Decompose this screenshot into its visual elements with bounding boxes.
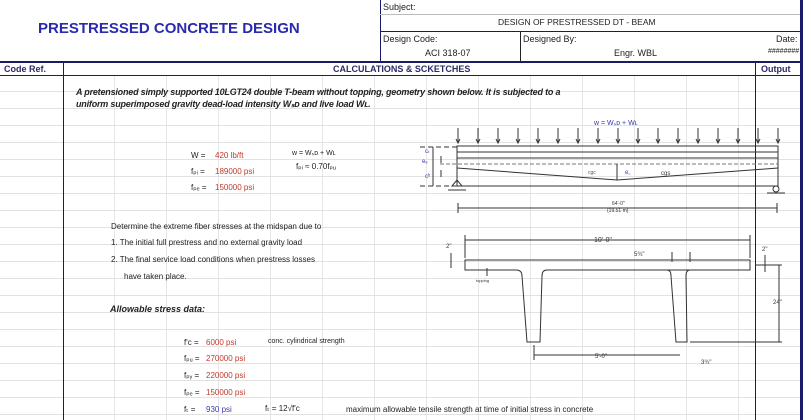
fpi-value: 189000 psi xyxy=(215,167,255,176)
design-code-label: Design Code: xyxy=(383,34,438,44)
load-arrow xyxy=(715,128,721,145)
date-label: Date: xyxy=(776,34,798,44)
ee-label: eₑ xyxy=(422,159,428,165)
grid-code-ref xyxy=(0,75,63,420)
allowable-title: Allowable stress data: xyxy=(110,304,206,314)
subject-label: Subject: xyxy=(383,2,416,12)
fpu-value: 270000 psi xyxy=(206,354,246,363)
load-arrow xyxy=(675,128,681,145)
flange-left-label: 2" xyxy=(446,244,451,250)
load-arrow xyxy=(575,128,581,145)
width-label: 10'-0" xyxy=(594,237,612,244)
pin-support xyxy=(450,179,464,187)
fpi-formula: fₚᵢ ≈ 0.70fₚᵤ xyxy=(296,162,337,171)
fpe-allow-value: 150000 psi xyxy=(206,388,246,397)
ft-value: 930 psi xyxy=(206,405,232,414)
ft-note: maximum allowable tensile strength at ti… xyxy=(346,405,594,414)
cgs-label: cgs xyxy=(661,171,670,177)
load-arrow xyxy=(735,128,741,145)
fpu-label: fₚᵤ = xyxy=(184,354,200,363)
stem-gap-label: 5¾" xyxy=(634,252,644,258)
fpe-value: 150000 psi xyxy=(215,183,255,192)
task-item-2-cont: have taken place. xyxy=(124,272,187,281)
grid-calculations xyxy=(63,75,755,420)
fpe-label: fₚₑ = xyxy=(191,183,207,192)
fc-label: f'c = xyxy=(184,338,199,347)
cb-label: cᵇ xyxy=(425,173,431,180)
load-arrow xyxy=(475,128,481,145)
load-arrow xyxy=(555,128,561,145)
load-arrow xyxy=(495,128,501,145)
ec-label: e꜀ xyxy=(625,170,630,176)
load-arrow xyxy=(635,128,641,145)
fc-note: conc. cylindrical strength xyxy=(268,338,345,345)
report-title: PRESTRESSED CONCRETE DESIGN xyxy=(38,20,300,37)
load-arrow xyxy=(655,128,661,145)
load-arrows xyxy=(455,128,781,145)
load-label: w = Wₛᴅ + Wʟ xyxy=(593,120,638,127)
load-arrow xyxy=(515,128,521,145)
beam-elevation xyxy=(456,145,779,187)
topping-label: topping xyxy=(476,278,489,283)
span-m-label: (19.51 m) xyxy=(607,208,629,214)
output-header: Output xyxy=(761,64,791,74)
ft-label: fₜ = xyxy=(184,405,196,414)
load-arrow xyxy=(595,128,601,145)
designed-by-value: Engr. WBL xyxy=(614,48,658,58)
w-label: W = xyxy=(191,151,206,160)
date-value: ######## xyxy=(768,48,800,55)
ct-label: cₜ xyxy=(425,149,430,155)
cgc-label: cgc xyxy=(588,170,596,176)
fc-value: 6000 psi xyxy=(206,338,237,347)
calculations-header: CALCULATIONS & SCKETCHES xyxy=(333,64,471,74)
double-t-section xyxy=(464,259,751,343)
load-arrow xyxy=(695,128,701,145)
load-arrow xyxy=(615,128,621,145)
ft-formula: fₜ = 12√f'c xyxy=(265,404,300,413)
load-arrow xyxy=(535,128,541,145)
w-value: 420 lb/ft xyxy=(215,151,244,160)
subject-value: DESIGN OF PRESTRESSED DT - BEAM xyxy=(498,17,656,27)
depth-label: 24" xyxy=(773,300,782,306)
task-intro: Determine the extreme fiber stresses at … xyxy=(111,222,322,231)
roller-support xyxy=(772,185,780,193)
intro-line-2: uniform superimposed gravity dead-load i… xyxy=(76,99,371,109)
stem-bottom-label: 3¾" xyxy=(701,360,711,366)
fpy-label: fₚᵧ = xyxy=(184,371,200,380)
flange-right-label: 2" xyxy=(762,247,767,253)
task-item-1: 1. The initial full prestress and no ext… xyxy=(111,238,303,247)
load-arrow xyxy=(455,128,461,145)
fpy-value: 220000 psi xyxy=(206,371,246,380)
design-code-value: ACI 318-07 xyxy=(425,48,471,58)
intro-line-1: A pretensioned simply supported 10LGT24 … xyxy=(76,87,561,97)
task-item-2: 2. The final service load conditions whe… xyxy=(111,255,315,264)
fpi-label: fₚᵢ = xyxy=(191,167,205,176)
fpe-allow-label: fₚₑ = xyxy=(184,388,200,397)
designed-by-label: Designed By: xyxy=(523,34,577,44)
load-arrow xyxy=(775,128,781,145)
stem-spacing-label: 5'-0" xyxy=(595,354,607,360)
code-ref-header: Code Ref. xyxy=(4,64,47,74)
load-arrow xyxy=(755,128,761,145)
w-formula: w = Wₛᴅ + Wʟ xyxy=(292,150,336,157)
span-label: 64'-0" xyxy=(612,201,625,207)
